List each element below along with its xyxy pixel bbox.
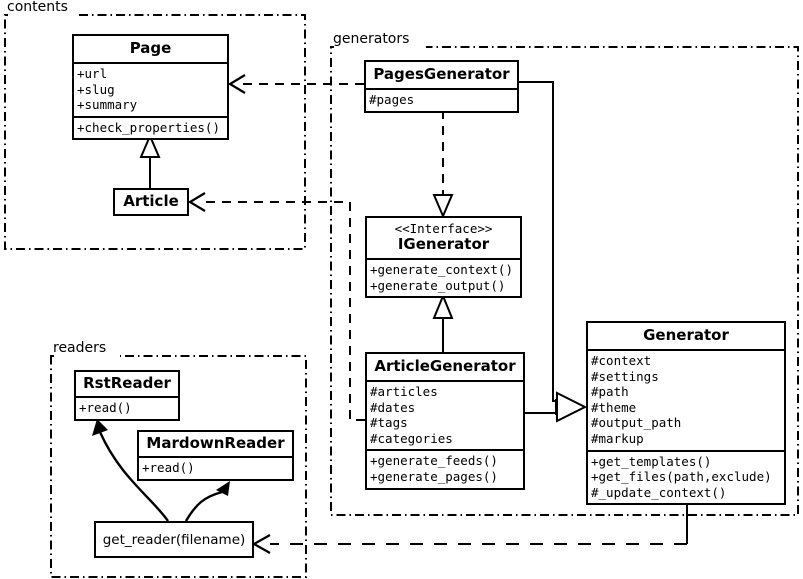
method-item: +check_properties() <box>77 119 220 135</box>
method-item: +read() <box>79 400 132 415</box>
class-box-igenerator[interactable]: <<Interface>> IGenerator +generate_conte… <box>365 216 522 299</box>
function-box-get-reader[interactable]: get_reader(filename) <box>94 521 254 558</box>
class-stereotype-igenerator: <<Interface>> <box>394 221 493 236</box>
method-item: +generate_output() <box>370 277 506 293</box>
class-methods-page: +check_properties() <box>74 115 227 139</box>
class-box-page[interactable]: Page +url +slug +summary +check_properti… <box>72 34 229 141</box>
class-box-pagesgenerator[interactable]: PagesGenerator #pages <box>364 60 519 113</box>
edge-get-reader-returns-mardownreader <box>184 481 230 522</box>
package-frame-readers <box>50 355 307 578</box>
class-name-igenerator: IGenerator <box>397 235 490 253</box>
attribute-item: +url <box>77 66 108 81</box>
class-attributes-articlegenerator: #articles #dates #tags #categories <box>367 380 523 449</box>
attribute-item: #pages <box>369 92 415 107</box>
edge-pagesgenerator-realizes-igenerator <box>432 110 454 219</box>
attribute-item: #settings <box>591 368 659 384</box>
class-box-rstreader[interactable]: RstReader +read() <box>74 370 180 421</box>
attribute-item: #context <box>591 353 652 368</box>
attribute-item: #articles <box>370 384 438 399</box>
class-name-generator: Generator <box>643 326 729 344</box>
edge-get-reader-returns-rstreader <box>92 419 169 522</box>
function-label-get-reader: get_reader(filename) <box>102 531 246 548</box>
edge-articlegenerator-realizes-igenerator <box>432 293 454 352</box>
attribute-item: +slug <box>77 81 115 97</box>
class-name-articlegenerator: ArticleGenerator <box>374 357 516 375</box>
edge-articlegenerator-inherits-generator <box>525 391 588 423</box>
class-attributes-generator: #context #settings #path #theme #output_… <box>588 349 784 450</box>
attribute-item: #theme <box>591 399 637 415</box>
package-label-generators: generators <box>333 31 410 47</box>
attribute-item: #markup <box>591 430 644 446</box>
method-item: #_update_context() <box>591 484 727 500</box>
class-attributes-page: +url +slug +summary <box>74 62 227 116</box>
package-frame-contents <box>4 14 306 250</box>
class-box-generator[interactable]: Generator #context #settings #path #them… <box>586 321 786 506</box>
class-methods-mardownreader: +read() <box>139 456 292 479</box>
edge-generator-uses-get-reader <box>251 503 688 554</box>
method-item: +generate_feeds() <box>370 453 498 469</box>
attribute-item: #path <box>591 384 629 400</box>
method-item: +generate_context() <box>370 262 513 277</box>
class-attributes-pagesgenerator: #pages <box>366 88 517 111</box>
package-frame-generators <box>330 46 799 516</box>
attribute-item: #dates <box>370 399 416 415</box>
attribute-item: #categories <box>370 430 453 446</box>
package-label-contents: contents <box>7 0 68 15</box>
method-item: +get_templates() <box>591 453 712 469</box>
edge-pagesgenerator-uses-page <box>227 74 364 94</box>
class-box-articlegenerator[interactable]: ArticleGenerator #articles #dates #tags … <box>365 352 525 490</box>
class-methods-igenerator: +generate_context() +generate_output() <box>367 258 520 296</box>
edge-articlegenerator-uses-article <box>187 192 365 421</box>
class-methods-articlegenerator: +generate_feeds() +generate_pages() <box>367 449 523 487</box>
edge-pagesgenerator-inherits-generator <box>519 81 556 402</box>
attribute-item: +summary <box>77 97 138 113</box>
edge-article-inherits-page <box>139 133 161 188</box>
attribute-item: #tags <box>370 415 408 431</box>
class-methods-rstreader: +read() <box>76 396 178 419</box>
method-item: +read() <box>142 460 195 475</box>
method-item: +generate_pages() <box>370 468 498 484</box>
attribute-item: #output_path <box>591 415 682 431</box>
class-box-article[interactable]: Article <box>113 188 189 216</box>
class-name-pagesgenerator: PagesGenerator <box>373 65 510 83</box>
class-box-mardownreader[interactable]: MardownReader +read() <box>137 430 294 481</box>
class-name-mardownreader: MardownReader <box>146 434 285 452</box>
class-methods-generator: +get_templates() +get_files(path,exclude… <box>588 449 784 504</box>
class-name-article: Article <box>123 192 179 210</box>
method-item: +get_files(path,exclude) <box>591 469 772 485</box>
package-label-readers: readers <box>53 340 107 356</box>
class-name-rstreader: RstReader <box>83 374 171 392</box>
class-name-page: Page <box>129 39 172 57</box>
